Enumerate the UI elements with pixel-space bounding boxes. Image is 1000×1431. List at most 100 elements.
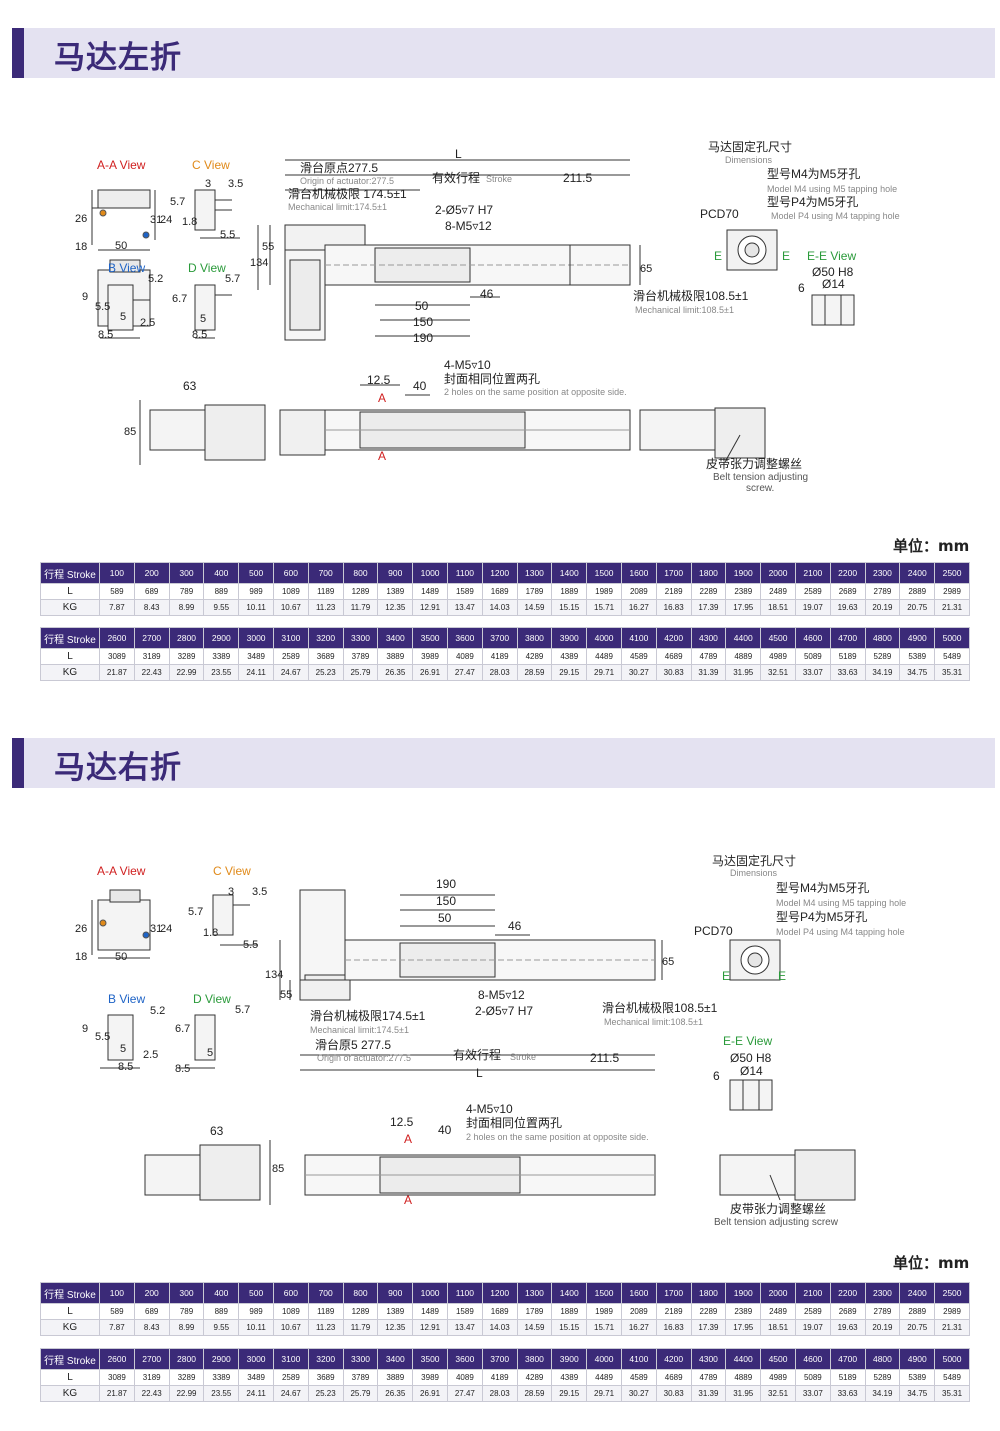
e-right: E bbox=[778, 969, 786, 983]
table-cell: 26.91 bbox=[412, 1385, 448, 1402]
stroke-cn: 有效行程 bbox=[453, 1047, 501, 1062]
table-cell: 16.83 bbox=[655, 599, 692, 616]
table-cell: 2400 bbox=[899, 562, 936, 584]
table-cell: 28.03 bbox=[481, 664, 518, 681]
aa-view-label: A-A View bbox=[97, 158, 146, 172]
table-cell: 2700 bbox=[133, 1348, 170, 1370]
pcd-label: PCD70 bbox=[694, 924, 733, 938]
table-cell: 2300 bbox=[864, 1282, 901, 1304]
table-cell: 9.55 bbox=[203, 599, 240, 616]
table-cell: 22.43 bbox=[133, 664, 170, 681]
table-cell: 3200 bbox=[307, 1348, 344, 1370]
dim-b5: 5 bbox=[120, 1043, 126, 1055]
row-label: KG bbox=[40, 664, 100, 681]
table-cell: 2889 bbox=[899, 583, 936, 600]
table-cell: 11.23 bbox=[307, 599, 344, 616]
table-cell: 3700 bbox=[481, 627, 518, 649]
d-view-label: D View bbox=[188, 261, 226, 275]
table-cell: 3089 bbox=[99, 1369, 135, 1386]
table-cell: 11.79 bbox=[342, 1319, 379, 1336]
table-cell: 23.55 bbox=[203, 664, 240, 681]
c-view-label: C View bbox=[192, 158, 230, 172]
table-cell: 16.83 bbox=[655, 1319, 692, 1336]
dim-b25: 2.5 bbox=[143, 1049, 158, 1061]
table-cell: 3189 bbox=[133, 1369, 170, 1386]
table-cell: 4600 bbox=[794, 627, 831, 649]
dim-6: 6 bbox=[713, 1069, 720, 1083]
table-cell: 1600 bbox=[620, 1282, 657, 1304]
dim-c35: 3.5 bbox=[228, 178, 243, 190]
dim-c57: 5.7 bbox=[188, 906, 203, 918]
table-cell: 2289 bbox=[690, 1303, 727, 1320]
table-cell: 300 bbox=[168, 562, 205, 584]
table-cell: 1900 bbox=[725, 1282, 762, 1304]
table-cell: 1400 bbox=[551, 562, 588, 584]
table-cell: 28.59 bbox=[516, 664, 553, 681]
origin-cn: 滑台原5 277.5 bbox=[315, 1037, 391, 1052]
table-cell: 33.63 bbox=[829, 664, 866, 681]
table-cell: 24.11 bbox=[238, 664, 274, 681]
holes2: 8-M5▿12 bbox=[445, 219, 492, 233]
table-cell: 2100 bbox=[794, 562, 831, 584]
m5-cn2: 封面相同位置两孔 bbox=[466, 1115, 562, 1130]
table-cell: 400 bbox=[203, 1282, 240, 1304]
dim-65: 65 bbox=[640, 263, 652, 275]
dim-c35: 3.5 bbox=[252, 886, 267, 898]
table-cell: 300 bbox=[168, 1282, 205, 1304]
table-cell: 1000 bbox=[412, 1282, 448, 1304]
p4-en: Model P4 using M4 tapping hole bbox=[776, 927, 905, 937]
table-cell: 2189 bbox=[655, 583, 692, 600]
table-cell: 400 bbox=[203, 562, 240, 584]
table-cell: 2789 bbox=[864, 583, 901, 600]
table-cell: 4700 bbox=[829, 1348, 866, 1370]
table-cell: 25.23 bbox=[307, 1385, 344, 1402]
row-label: L bbox=[40, 1369, 100, 1386]
table-cell: 3400 bbox=[377, 627, 414, 649]
dim-46: 46 bbox=[480, 287, 494, 301]
table-cell: 900 bbox=[377, 562, 414, 584]
table-cell: 3100 bbox=[272, 627, 309, 649]
table-cell: 2789 bbox=[864, 1303, 901, 1320]
section-a-top: A bbox=[378, 391, 386, 405]
dim-63: 63 bbox=[183, 379, 197, 393]
pcd-label: PCD70 bbox=[700, 207, 739, 221]
dim-b52: 5.2 bbox=[150, 1005, 165, 1017]
drawing-left-fold: A-A View C View B View D View 26 18 50 3… bbox=[75, 139, 900, 494]
m5-en: 2 holes on the same position at opposite… bbox=[466, 1132, 649, 1142]
table-cell: 4800 bbox=[864, 1348, 901, 1370]
dim-c18: 1.8 bbox=[203, 927, 218, 939]
table-cell: 19.63 bbox=[829, 599, 866, 616]
row-label: L bbox=[40, 648, 100, 665]
phi50: Ø50 H8 bbox=[812, 265, 854, 279]
table-cell: 27.47 bbox=[446, 664, 483, 681]
section-a-top: A bbox=[404, 1132, 412, 1146]
m5-en: 2 holes on the same position at opposite… bbox=[444, 387, 627, 397]
table-cell: 2389 bbox=[725, 1303, 762, 1320]
table-cell: 14.03 bbox=[481, 599, 518, 616]
table-cell: 31.39 bbox=[690, 1385, 727, 1402]
table-cell: 30.83 bbox=[655, 1385, 692, 1402]
table-cell: 3189 bbox=[133, 648, 170, 665]
table-cell: 2589 bbox=[794, 583, 831, 600]
table-cell: 3900 bbox=[551, 1348, 588, 1370]
table-cell: 1700 bbox=[655, 1282, 692, 1304]
dim-b55: 5.5 bbox=[95, 301, 110, 313]
row-label: 行程 Stroke bbox=[40, 1348, 100, 1370]
table-cell: 2000 bbox=[760, 562, 796, 584]
table-cell: 17.39 bbox=[690, 599, 727, 616]
table-cell: 34.19 bbox=[864, 1385, 901, 1402]
table-cell: 4789 bbox=[690, 1369, 727, 1386]
table-cell: 3089 bbox=[99, 648, 135, 665]
table-cell: 1200 bbox=[481, 1282, 518, 1304]
p4-cn: 型号P4为M5牙孔 bbox=[776, 910, 867, 924]
table-cell: 32.51 bbox=[760, 1385, 796, 1402]
table-cell: 24.11 bbox=[238, 1385, 274, 1402]
unit-label: 单位：mm bbox=[893, 537, 970, 555]
table-cell: 8.43 bbox=[133, 1319, 170, 1336]
origin-cn: 滑台原点277.5 bbox=[300, 160, 378, 175]
table-cell: 1789 bbox=[516, 583, 553, 600]
table-cell: 24.67 bbox=[272, 664, 309, 681]
table-cell: 700 bbox=[307, 1282, 344, 1304]
